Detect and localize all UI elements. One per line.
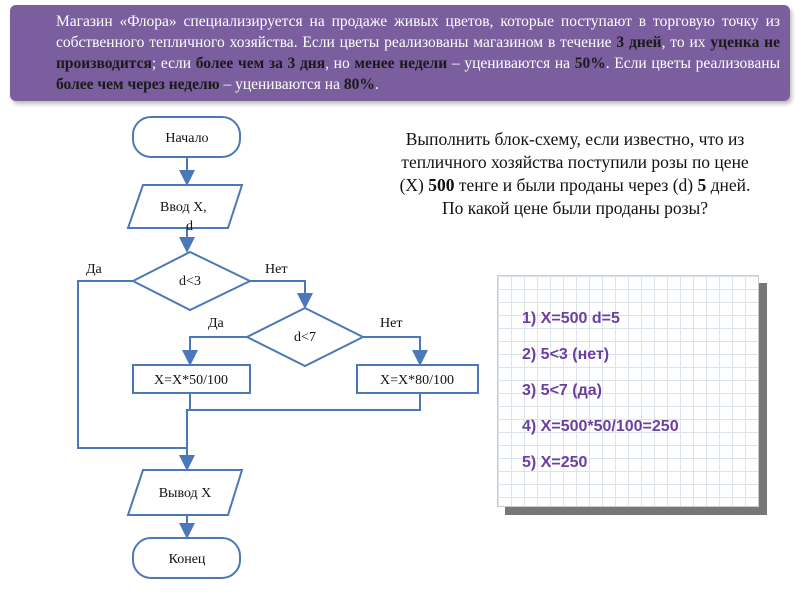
text: , то их: [661, 34, 711, 51]
text: . Если цветы реализованы: [605, 55, 780, 72]
label: X=X*50/100: [154, 373, 228, 388]
text: – уцениваются на: [219, 76, 344, 93]
label: d<3: [179, 274, 201, 289]
text: – уцениваются на: [447, 55, 575, 72]
condition-d-lt-7: [244, 306, 366, 368]
label: Конец: [169, 552, 206, 567]
text: тепличного хозяйства поступили розы по ц…: [401, 152, 749, 172]
label: Вывод X: [159, 486, 212, 501]
text: , но: [325, 55, 355, 72]
input-block: [126, 184, 244, 229]
label: Ввод X,: [160, 200, 207, 215]
start-block: [132, 116, 241, 158]
text: тенге и были проданы через (d): [454, 175, 698, 195]
label: Начало: [165, 131, 208, 146]
text: Выполнить блок-схему, если известно, что…: [405, 129, 745, 149]
connector: [363, 336, 428, 366]
text: По какой цене были проданы розы?: [441, 198, 709, 218]
solution-step: 3) 5<7 (да): [522, 382, 602, 399]
text: дней.: [706, 175, 751, 195]
process-50: [132, 364, 251, 394]
text: более чем за 3 дня: [195, 55, 326, 72]
text: 500: [428, 175, 455, 195]
problem-statement: Магазин «Флора» специализируется на прод…: [10, 5, 790, 101]
connector: [187, 393, 421, 469]
text: уценка не производится: [56, 34, 780, 72]
text: Магазин «Флора» специализируется на прод…: [56, 13, 780, 51]
condition-d-lt-3: [130, 250, 253, 312]
text: .: [374, 76, 379, 93]
text: более чем через неделю: [56, 76, 220, 93]
output-block: [126, 469, 244, 516]
connector: [250, 280, 313, 309]
text: 3 дней: [616, 34, 662, 51]
connector: [182, 336, 247, 366]
text: 5: [697, 175, 707, 195]
yes-label: Да: [208, 316, 225, 331]
solution-step: 4) X=500*50/100=250: [522, 418, 679, 435]
connector: [77, 280, 187, 449]
label: d<7: [294, 330, 316, 345]
process-80: [356, 364, 479, 394]
text: ; если: [151, 55, 196, 72]
end-block: [132, 537, 241, 579]
no-label: Нет: [380, 316, 402, 331]
solution-panel: 1) X=500 d=5 2) 5<3 (нет) 3) 5<7 (да) 4)…: [497, 275, 759, 507]
text: 50%: [574, 55, 606, 72]
solution-step: 2) 5<3 (нет): [522, 346, 610, 363]
text: менее недели: [354, 55, 448, 72]
label: d: [186, 219, 193, 234]
task-text: Выполнить блок-схему, если известно, что…: [360, 128, 790, 220]
yes-label: Да: [86, 262, 103, 277]
label: X=X*80/100: [380, 373, 454, 388]
no-label: Нет: [265, 262, 287, 277]
text: 80%: [343, 76, 375, 93]
solution-step: 5) X=250: [522, 454, 588, 471]
text: (X): [399, 175, 429, 195]
solution-step: 1) X=500 d=5: [522, 310, 620, 327]
